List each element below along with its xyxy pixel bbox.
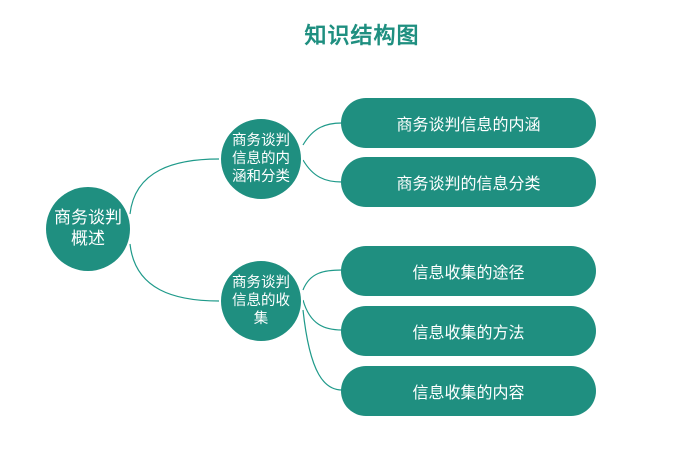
root-node: 商务谈判概述 — [46, 187, 130, 271]
connector-branch2-leaf1 — [302, 269, 343, 291]
branch-node-info-collection: 商务谈判信息的收集 — [219, 259, 303, 343]
connector-branch1-leaf2 — [302, 159, 343, 183]
page-title: 知识结构图 — [304, 24, 420, 49]
connector-root-branch2 — [129, 243, 220, 302]
leaf-node: 商务谈判信息的内涵 — [341, 98, 596, 148]
leaf-node: 信息收集的内容 — [341, 366, 596, 416]
leaf-node: 商务谈判的信息分类 — [341, 157, 596, 207]
connector-branch1-leaf1 — [302, 122, 343, 146]
connector-root-branch1 — [129, 158, 220, 215]
branch-node-info-meaning-classification: 商务谈判信息的内涵和分类 — [219, 117, 303, 201]
root-node-label: 商务谈判概述 — [54, 207, 122, 249]
branch-node-label: 商务谈判信息的收集 — [232, 274, 290, 328]
connector-branch2-leaf2 — [302, 299, 343, 331]
connector-branch2-leaf3 — [302, 309, 343, 391]
leaf-node: 信息收集的途径 — [341, 246, 596, 296]
leaf-node: 信息收集的方法 — [341, 306, 596, 356]
branch-node-label: 商务谈判信息的内涵和分类 — [232, 132, 290, 186]
